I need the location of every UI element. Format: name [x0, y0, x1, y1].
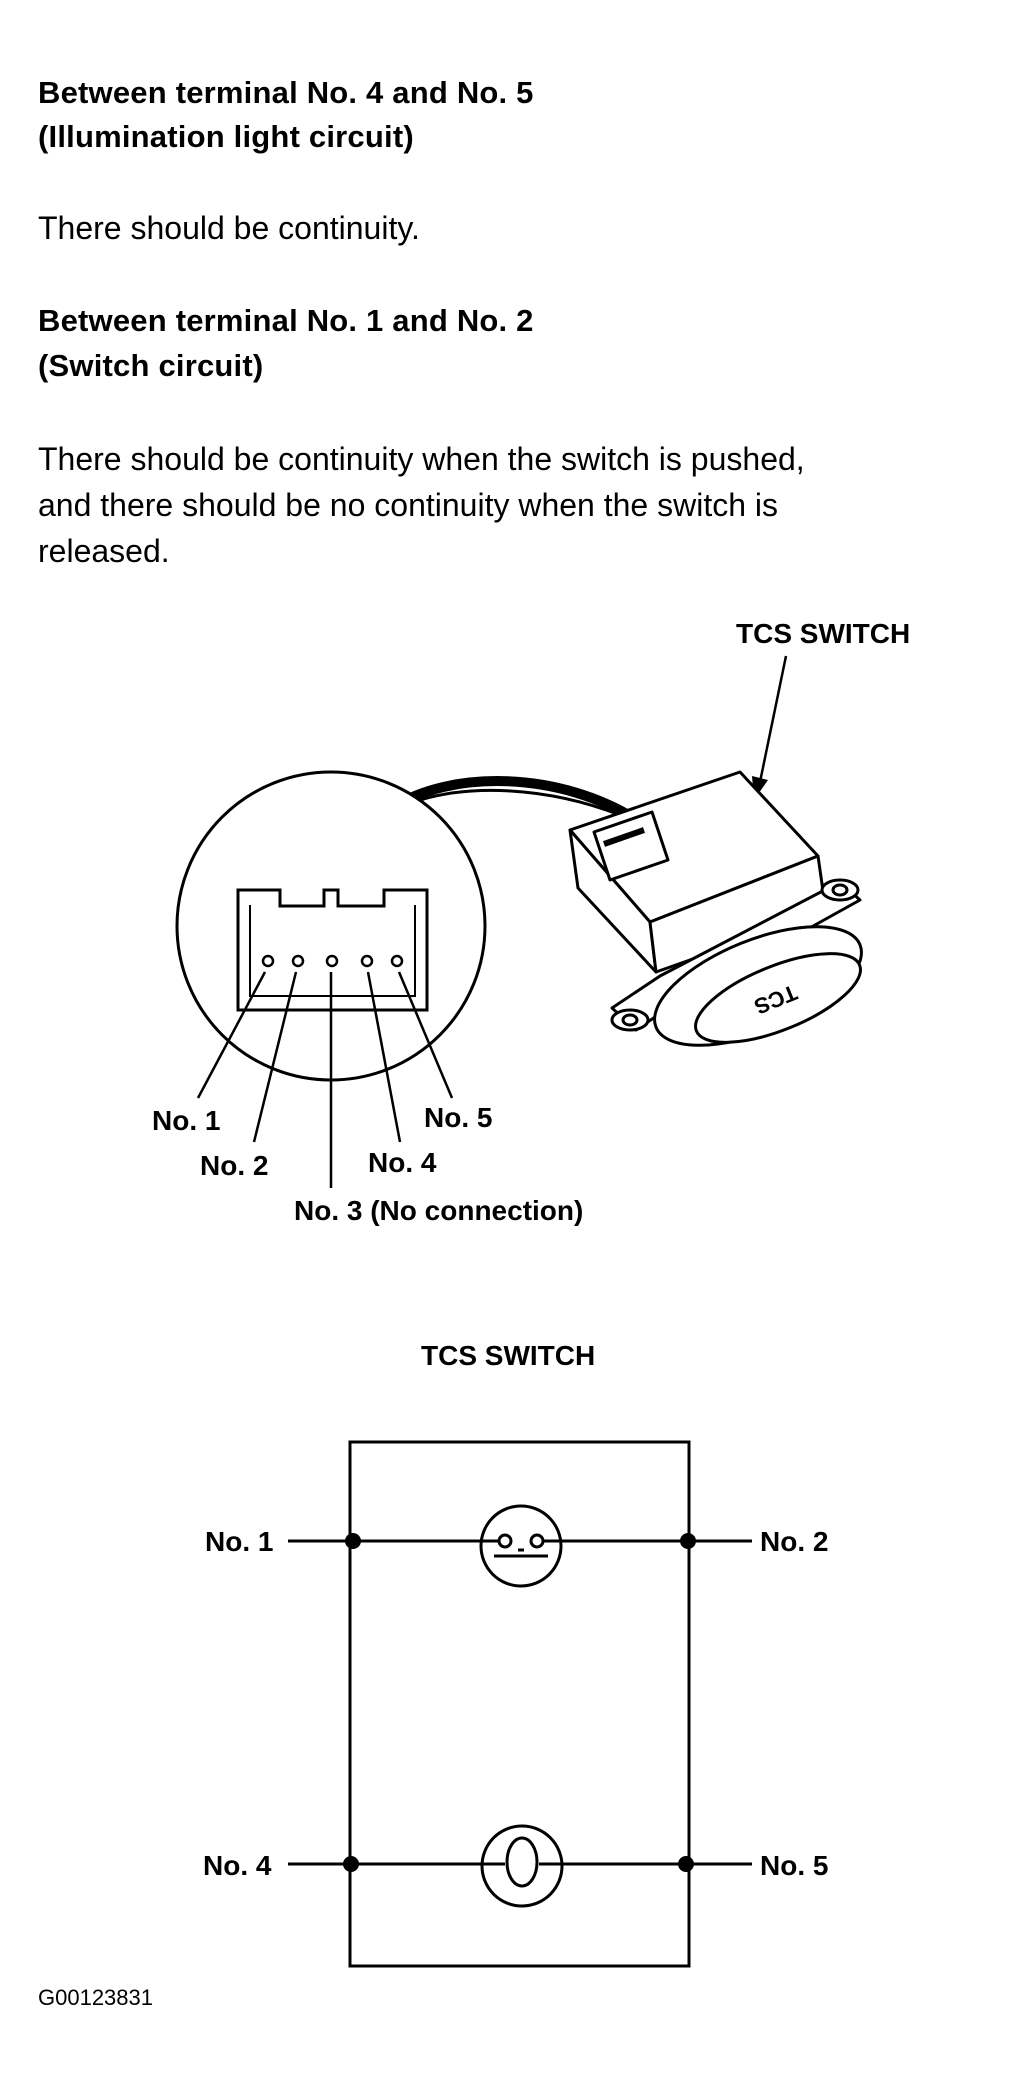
pin-5: [390, 954, 404, 968]
pin-4-leader: [366, 971, 402, 1143]
bulb-filament: [505, 1836, 539, 1888]
pin-2-leader: [252, 971, 298, 1143]
pin-3-label: No. 3 (No connection): [294, 1195, 583, 1226]
node-no4: [343, 1856, 359, 1872]
section1-heading-line2: (Illumination light circuit): [38, 119, 414, 154]
push-switch-contact-right: [529, 1533, 545, 1549]
section2-heading-line2: (Switch circuit): [38, 348, 264, 383]
section1-heading-line1: Between terminal No. 4 and No. 5: [38, 75, 534, 110]
schematic: TCS SWITCH No. 1 No. 2 No. 4 No. 5: [203, 1340, 828, 1968]
pin-2: [291, 954, 305, 968]
pin-5-label: No. 5: [424, 1102, 492, 1133]
connector-figure: TCS SWITCH No. 1 No. 2 No. 3 (No connect…: [152, 618, 910, 1226]
pin-1-leader: [196, 971, 267, 1099]
pin-1-label: No. 1: [152, 1105, 220, 1136]
pin-2-label: No. 2: [200, 1150, 268, 1181]
section2-heading-line1: Between terminal No. 1 and No. 2: [38, 303, 534, 338]
pin-4: [360, 954, 374, 968]
push-switch-symbol: [479, 1504, 563, 1588]
flange-hole-left: [621, 1013, 639, 1027]
section2-text-line2: and there should be no continuity when t…: [38, 487, 779, 523]
connector-cable-highlight: [419, 788, 621, 817]
node-no2: [680, 1533, 696, 1549]
schematic-title: TCS SWITCH: [421, 1340, 595, 1371]
node-no1: [345, 1533, 361, 1549]
pin-4-label: No. 4: [368, 1147, 437, 1178]
figure-code: G00123831: [38, 1985, 153, 2010]
section2-text-line3: released.: [38, 533, 170, 569]
connector-face-outline: [236, 888, 429, 1012]
title-leader-line: [758, 655, 788, 783]
schematic-label-no1: No. 1: [205, 1526, 273, 1557]
tcs-switch-body: [568, 770, 863, 1047]
connector-face-inner: [249, 905, 416, 997]
section1-text: There should be continuity.: [38, 210, 420, 246]
switch-button: [694, 952, 862, 1044]
section2-text-line1: There should be continuity when the swit…: [38, 441, 805, 477]
push-switch-contact-left: [497, 1533, 513, 1549]
node-no5: [678, 1856, 694, 1872]
pin-1: [261, 954, 275, 968]
flange-hole-right: [831, 883, 849, 897]
schematic-label-no4: No. 4: [203, 1850, 272, 1881]
switch-socket-pins: [603, 827, 645, 847]
pin-3: [325, 954, 339, 968]
connector-figure-title: TCS SWITCH: [736, 618, 910, 649]
schematic-label-no2: No. 2: [760, 1526, 828, 1557]
switch-socket: [592, 810, 670, 882]
schematic-label-no5: No. 5: [760, 1850, 828, 1881]
pin-5-leader: [397, 971, 454, 1099]
connector-cable: [389, 776, 643, 827]
schematic-box: [348, 1440, 691, 1968]
